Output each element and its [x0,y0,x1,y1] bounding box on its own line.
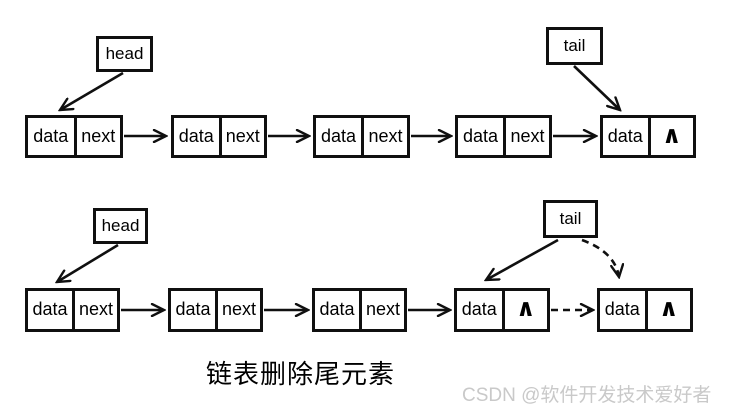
data-cell: data [604,299,640,319]
data-cell: data [175,299,211,319]
row2-node4: data ∧ [454,288,550,332]
next-cell: next [215,291,260,329]
csdn-watermark: CSDN @软件开发技术爱好者 [462,385,712,406]
row2-head-label: head [101,216,140,235]
row1-node1: data next [25,115,123,158]
row2-node2: data next [168,288,263,332]
row2-head-arrow [57,243,119,282]
null-pointer-cell: ∧ [644,291,690,329]
next-cell: next [73,118,120,155]
row1-node2: data next [171,115,267,158]
next-cell: next [359,291,404,329]
next-cell: next [72,291,117,329]
data-cell: data [607,125,643,146]
null-pointer-cell: ∧ [647,118,693,155]
row2-tail-pointer-box: tail [543,200,598,238]
data-cell: data [463,125,499,146]
row2-tail-solid-arrow-to-node4 [486,238,559,280]
row2-node1: data next [25,288,120,332]
row1-tail-label: tail [563,36,586,55]
row2-head-pointer-box: head [93,208,148,244]
row1-tail-pointer-box: tail [546,27,603,65]
row1-node3: data next [313,115,410,158]
row1-head-pointer-box: head [96,36,153,72]
data-cell: data [32,299,68,319]
row1-head-arrow [60,71,124,110]
diagram-caption: 链表删除尾元素 [206,359,396,389]
data-cell: data [178,125,214,146]
row1-node5: data ∧ [600,115,696,158]
next-cell: next [503,118,549,155]
row2-tail-label: tail [559,209,582,228]
next-cell: next [218,118,264,155]
row2-node5: data ∧ [597,288,693,332]
next-cell: next [361,118,407,155]
row2-tail-dashed-arrow-to-node5 [581,238,619,277]
null-pointer-cell: ∧ [501,291,547,329]
row1-node4: data next [455,115,552,158]
data-cell: data [321,125,357,146]
row1-tail-arrow [573,65,620,110]
row2-node3: data next [312,288,407,332]
data-cell: data [461,299,497,319]
data-cell: data [319,299,355,319]
data-cell: data [33,125,69,146]
row1-head-label: head [105,44,144,63]
